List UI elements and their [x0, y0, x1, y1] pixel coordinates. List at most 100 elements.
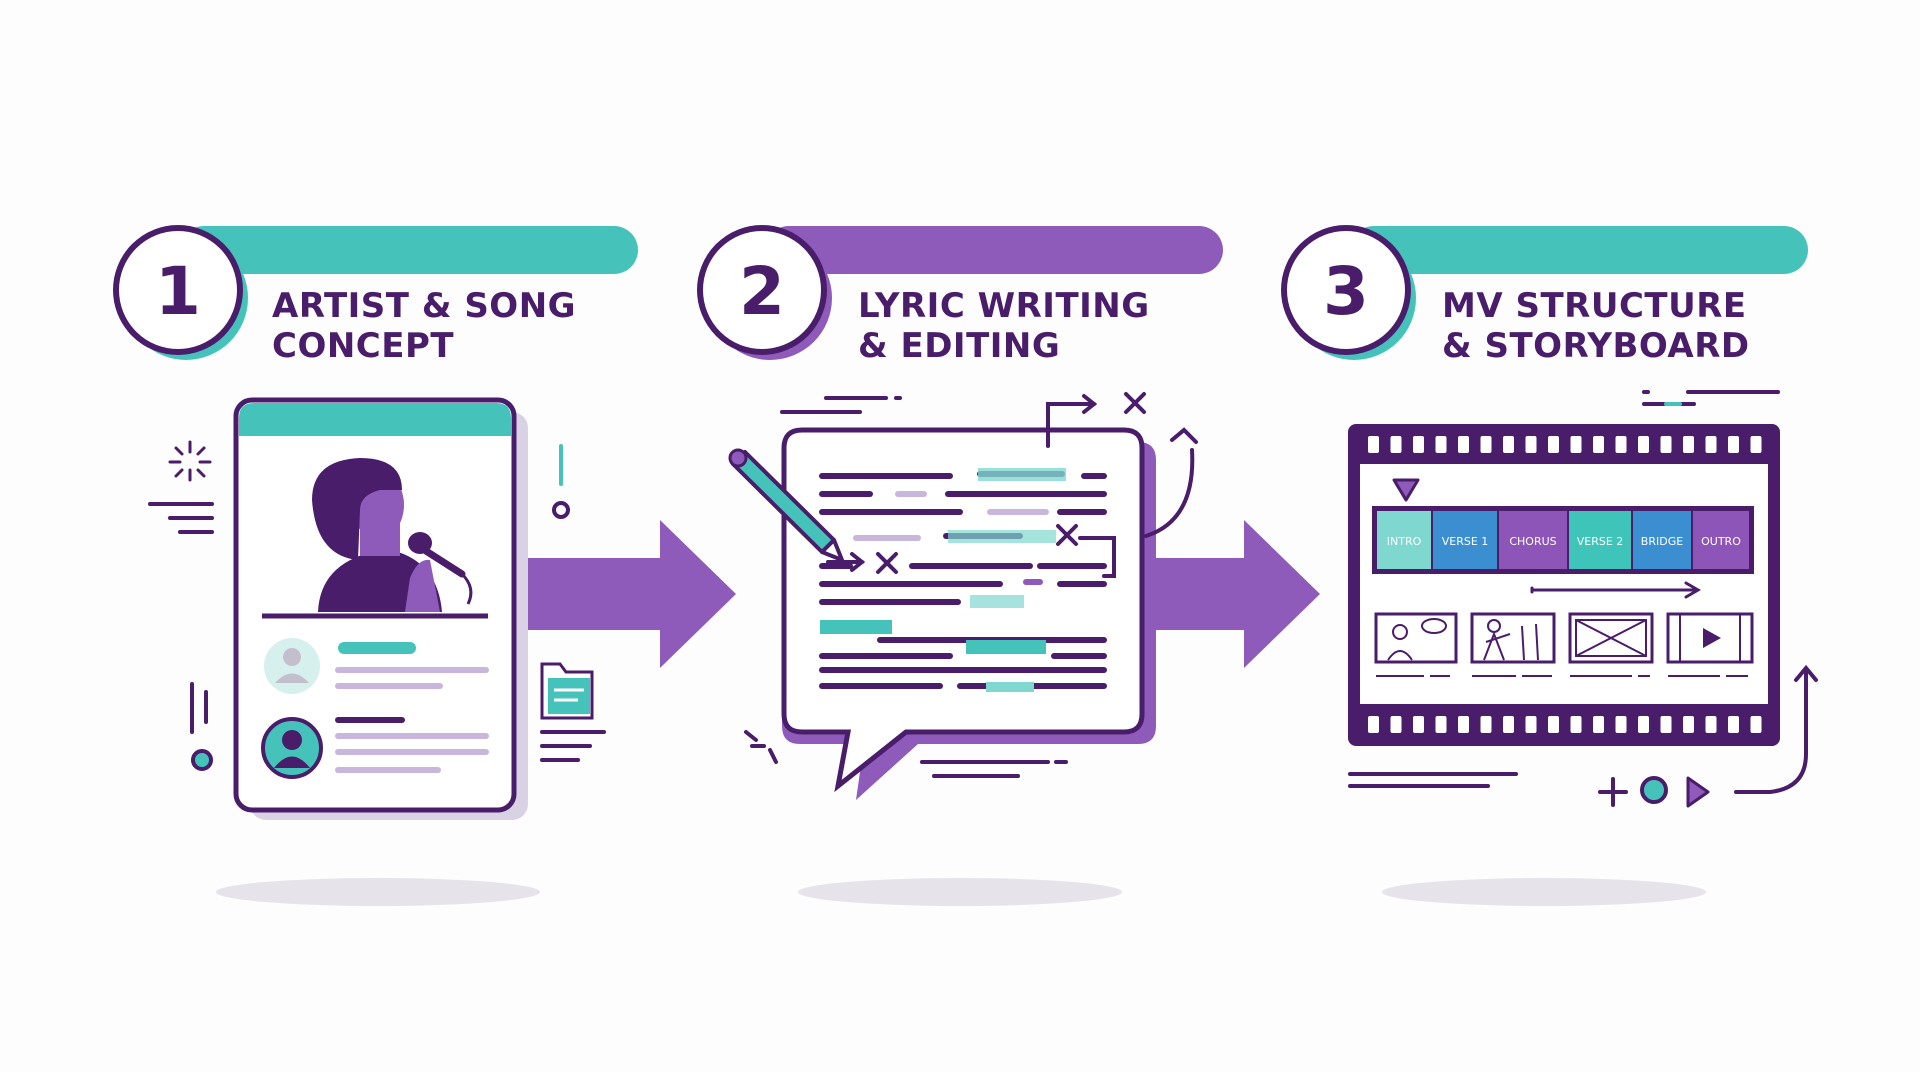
- timeline-segment[interactable]: [1431, 509, 1499, 571]
- sprocket-hole: [1570, 716, 1582, 733]
- sprocket-hole: [1368, 436, 1379, 453]
- loop-arrow-icon: [1734, 664, 1818, 794]
- info-line-teal: [338, 642, 416, 654]
- sprocket-hole: [1705, 716, 1717, 733]
- sprocket-hole: [1435, 716, 1447, 733]
- play-icon: [1703, 628, 1721, 648]
- storyboard-frame-dance: [1470, 612, 1556, 677]
- step-1-badge: [113, 225, 243, 355]
- pencil-icon: [728, 448, 844, 562]
- step-3-title: MV STRUCTURE & STORYBOARD: [1442, 286, 1750, 366]
- timeline-segment[interactable]: [1631, 509, 1693, 571]
- decorative-lines: [1348, 390, 1780, 788]
- artist-card-header-bar: [239, 403, 511, 436]
- timeline-segment[interactable]: [1691, 509, 1751, 571]
- lyric-bubble: [781, 427, 1145, 793]
- sprocket-hole: [1458, 716, 1469, 733]
- sprocket-hole: [1390, 436, 1402, 453]
- step-2-title-line-2: & EDITING: [858, 326, 1061, 366]
- record-icon: [1640, 776, 1668, 804]
- sprocket-hole: [1683, 716, 1694, 733]
- sprocket-hole: [1750, 716, 1762, 733]
- timeline-segment[interactable]: [1375, 509, 1433, 571]
- decorative-lines: [148, 502, 214, 534]
- sprocket-hole: [1525, 716, 1537, 733]
- step-2-badge: [697, 225, 827, 355]
- segment-label-chorus: CHORUS: [1509, 535, 1556, 548]
- sprocket-hole: [1413, 716, 1424, 733]
- sprocket-hole: [1503, 716, 1514, 733]
- dot-icon: [552, 501, 570, 519]
- step-2-ground-shadow: [798, 878, 1122, 906]
- timeline-segment[interactable]: [1567, 509, 1633, 571]
- folder-icon: [540, 662, 606, 762]
- lyric-highlight: [978, 468, 1066, 481]
- sprocket-holes-top: [1368, 436, 1762, 453]
- step-1-title: ARTIST & SONG CONCEPT: [272, 286, 576, 366]
- flow-arrow-1: [512, 520, 736, 668]
- segment-label-bridge: BRIDGE: [1641, 535, 1683, 548]
- segment-label-intro: INTRO: [1387, 535, 1422, 548]
- sprocket-holes-bottom: [1368, 716, 1762, 733]
- sprocket-hole: [1480, 716, 1492, 733]
- sprocket-hole: [1413, 436, 1424, 453]
- lyric-highlight: [986, 682, 1034, 692]
- lyric-highlight: [948, 530, 1056, 543]
- play-icon: [1686, 776, 1710, 808]
- edit-bracket: [1078, 536, 1116, 578]
- step-1-header: 1: [113, 225, 638, 360]
- step-1-title-line-2: CONCEPT: [272, 326, 455, 366]
- sprocket-hole: [1480, 436, 1492, 453]
- sprocket-hole: [1660, 436, 1672, 453]
- segment-label-verse-1: VERSE 1: [1442, 535, 1489, 548]
- sprocket-hole: [1458, 436, 1469, 453]
- step-1-title-line-1: ARTIST & SONG: [272, 286, 577, 326]
- sprocket-hole: [1615, 716, 1627, 733]
- segment-label-verse-2: VERSE 2: [1577, 535, 1624, 548]
- insert-arrow-icon: [826, 552, 866, 572]
- delete-mark-icon: [1056, 524, 1078, 546]
- avatar: [261, 717, 323, 779]
- step-2-banner: [765, 226, 1223, 274]
- step-1-banner: [180, 226, 638, 274]
- sprocket-hole: [1548, 436, 1559, 453]
- step-3-badge: [1281, 225, 1411, 355]
- revision-arrow-icon: [1046, 394, 1098, 448]
- step-2-header: 2: [697, 225, 1223, 360]
- filmstrip-screen: [1360, 464, 1768, 704]
- sprocket-hole: [1728, 716, 1739, 733]
- sparkle-icon: [168, 440, 212, 482]
- sprocket-hole: [1593, 716, 1604, 733]
- storyboard-frame-placeholder: [1568, 612, 1654, 677]
- timeline-progress-arrow: [1530, 581, 1701, 599]
- sprocket-hole: [1570, 436, 1582, 453]
- sprocket-hole: [1638, 436, 1649, 453]
- sprocket-hole: [1390, 716, 1402, 733]
- singer-icon: [312, 458, 473, 612]
- step-3-ground-shadow: [1382, 878, 1706, 906]
- decorative-lines: [744, 396, 1068, 778]
- playhead-marker-icon: [1392, 478, 1420, 502]
- step-2-number: 2: [739, 253, 785, 330]
- step-1-number: 1: [155, 253, 201, 330]
- step-3-title-line-1: MV STRUCTURE: [1442, 286, 1747, 326]
- lyric-highlight: [820, 620, 892, 634]
- sprocket-hole: [1705, 436, 1717, 453]
- timeline-track-border: [1372, 506, 1754, 574]
- storyboard-filmstrip: INTRO VERSE 1 CHORUS VERSE 2 BRIDGE OUTR…: [1348, 424, 1780, 746]
- dot-icon: [191, 749, 213, 771]
- close-icon: [1124, 392, 1146, 414]
- segment-label-outro: OUTRO: [1701, 535, 1741, 548]
- step-3-header: 3: [1281, 225, 1808, 360]
- lyric-highlight: [970, 595, 1024, 608]
- step-3-number: 3: [1323, 253, 1369, 330]
- sprocket-hole: [1593, 436, 1604, 453]
- step-1-ground-shadow: [216, 878, 540, 906]
- step-3-title-line-2: & STORYBOARD: [1442, 326, 1750, 366]
- sprocket-hole: [1638, 716, 1649, 733]
- artist-card: [233, 397, 528, 820]
- flow-arrow-2: [1138, 520, 1320, 668]
- sprocket-hole: [1660, 716, 1672, 733]
- storyboard-frame-video: [1666, 612, 1754, 677]
